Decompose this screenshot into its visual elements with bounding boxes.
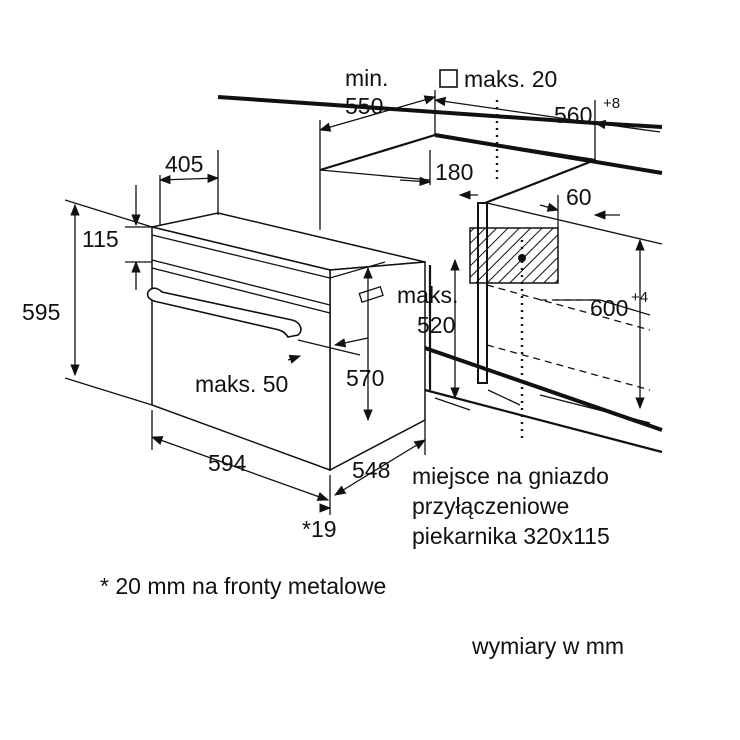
socket-note: miejsce na gniazdo przyłączeniowe piekar…: [412, 463, 610, 549]
socket-note-line-1: miejsce na gniazdo: [412, 463, 609, 489]
units-note: wymiary w mm: [471, 633, 624, 659]
label-maks-50: maks. 50: [195, 371, 288, 397]
square-symbol-icon: [439, 69, 458, 88]
socket-area: [469, 227, 559, 284]
label-405: 405: [165, 151, 203, 177]
label-60: 60: [566, 184, 592, 210]
label-min: min.: [345, 65, 388, 91]
socket-note-line-3: piekarnika 320x115: [412, 523, 610, 549]
footnote-metal-fronts: * 20 mm na fronty metalowe: [100, 573, 386, 599]
label-front-19: *19: [302, 516, 337, 542]
label-180: 180: [435, 159, 473, 185]
dimension-lines: [64, 95, 661, 515]
label-niche-height: 600: [590, 295, 628, 321]
oven-handle: [146, 287, 302, 338]
label-niche-height-tol: +4: [631, 289, 648, 306]
label-594: 594: [208, 450, 247, 476]
label-115: 115: [82, 226, 119, 252]
label-520: 520: [417, 312, 455, 338]
label-maks: maks.: [397, 282, 458, 308]
label-548: 548: [352, 457, 390, 483]
socket-note-line-2: przyłączeniowe: [412, 493, 569, 519]
oven: [146, 212, 426, 472]
label-min-550: 550: [345, 93, 383, 119]
label-570: 570: [346, 365, 384, 391]
label-niche-width: 560: [554, 102, 592, 128]
dimension-labels: min. 550 maks. 20 560 +8 405 180 60 115 …: [22, 65, 648, 542]
label-niche-width-tol: +8: [603, 95, 620, 112]
cabinet-niche: [217, 90, 663, 454]
label-max-gap: maks. 20: [464, 66, 557, 92]
label-595: 595: [22, 299, 60, 325]
